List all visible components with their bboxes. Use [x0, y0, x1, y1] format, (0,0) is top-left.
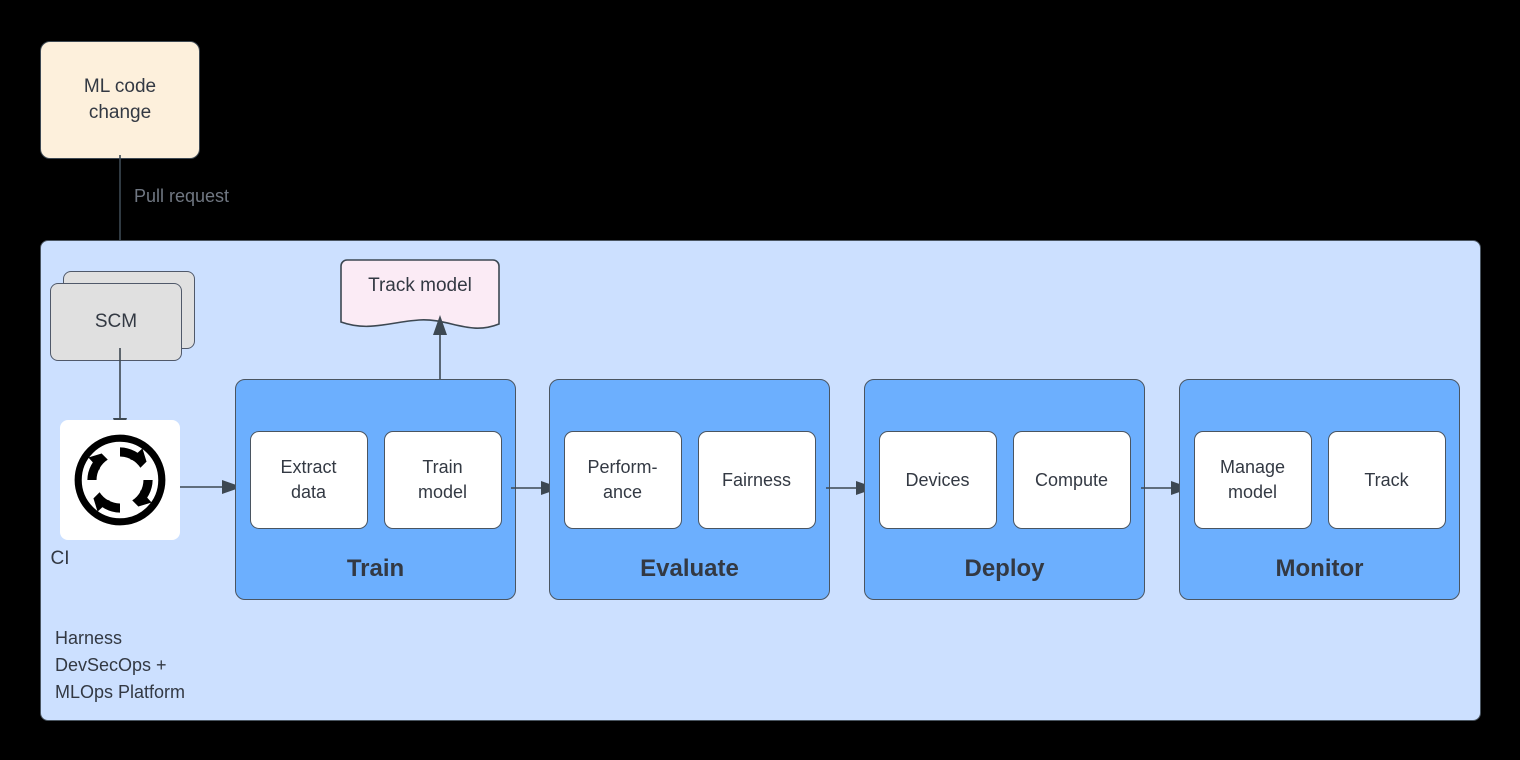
ci-label: CI — [50, 548, 70, 569]
stage-card-extract-data[interactable]: Extract data — [249, 431, 368, 529]
stage-deploy[interactable]: Devices Compute Deploy — [864, 379, 1145, 600]
stage-deploy-cards: Devices Compute — [865, 431, 1144, 529]
stage-card-devices[interactable]: Devices — [878, 431, 997, 529]
ci-icon-tile — [60, 420, 180, 540]
stage-monitor-cards: Manage model Track — [1180, 431, 1459, 529]
platform-caption: Harness DevSecOps + MLOps Platform — [55, 628, 186, 702]
edge-label-pull-request: Pull request — [134, 186, 230, 206]
edge-ci-to-train — [180, 480, 242, 494]
stage-card-compute[interactable]: Compute — [1012, 431, 1131, 529]
scm-stack-front-sheet: SCM — [50, 283, 182, 361]
track-model-label: Track model — [368, 275, 472, 296]
stage-card-train-model[interactable]: Train model — [383, 431, 502, 529]
stage-deploy-title: Deploy — [964, 555, 1045, 582]
continuous-integration-cycle-icon — [74, 434, 166, 526]
track-model-note-shape[interactable] — [339, 258, 501, 334]
ci-node[interactable] — [60, 420, 180, 540]
stage-train[interactable]: Extract data Train model Train — [235, 379, 516, 600]
stage-card-track[interactable]: Track — [1327, 431, 1446, 529]
ml-code-change-node[interactable]: ML code change — [40, 41, 200, 159]
scm-node[interactable]: SCM — [50, 271, 195, 361]
stage-monitor[interactable]: Manage model Track Monitor — [1179, 379, 1460, 600]
stage-evaluate-cards: Perform- ance Fairness — [550, 431, 829, 529]
stage-card-fairness[interactable]: Fairness — [697, 431, 816, 529]
stage-train-title: Train — [346, 555, 405, 582]
stage-card-manage-model[interactable]: Manage model — [1193, 431, 1312, 529]
stage-card-performance[interactable]: Perform- ance — [563, 431, 682, 529]
scm-label: SCM — [94, 311, 138, 332]
stage-train-cards: Extract data Train model — [236, 431, 515, 529]
stage-monitor-title: Monitor — [1275, 555, 1364, 582]
stage-evaluate-title: Evaluate — [640, 555, 739, 582]
edge-train-to-track-model — [433, 315, 447, 385]
stage-evaluate[interactable]: Perform- ance Fairness Evaluate — [549, 379, 830, 600]
